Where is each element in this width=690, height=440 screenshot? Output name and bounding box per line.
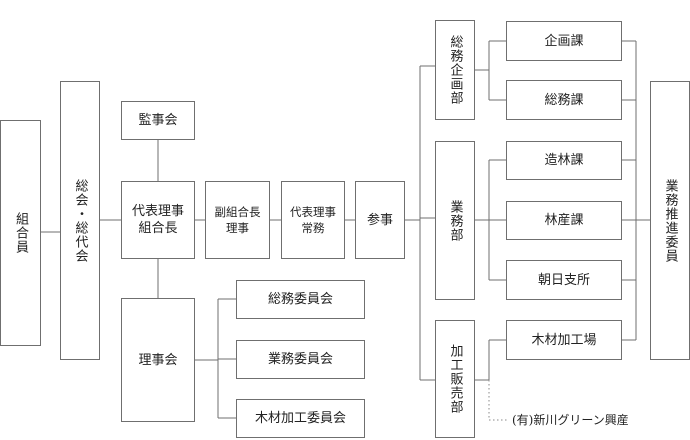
general-affairs-committee-box: 総務委員会 (236, 280, 365, 319)
members-box: 組合員 (0, 120, 41, 346)
planning-section-box: 企画課 (506, 21, 622, 61)
business-dept-box: 業務部 (435, 141, 475, 300)
processing-sales-dept-box: 加工販売部 (435, 320, 475, 438)
board-of-directors-box: 理事会 (121, 298, 195, 422)
general-affairs-dept-box: 総務企画部 (435, 20, 475, 120)
forestry-products-section-box: 林産課 (506, 201, 622, 240)
general-assembly-box: 総会・総代会 (60, 81, 100, 360)
wood-processing-committee-box: 木材加工委員会 (236, 399, 365, 438)
business-committee-box: 業務委員会 (236, 340, 365, 379)
managing-director-box: 代表理事 常務 (281, 181, 345, 259)
sawmill-box: 木材加工場 (506, 320, 622, 360)
general-affairs-section-box: 総務課 (506, 80, 622, 120)
councilor-box: 参事 (355, 181, 405, 259)
asahi-branch-box: 朝日支所 (506, 260, 622, 300)
affiliate-company-label: (有)新川グリーン興産 (512, 413, 629, 427)
audit-board-box: 監事会 (121, 101, 195, 140)
promotion-committee-box: 業務推進委員 (650, 81, 690, 360)
president-box: 代表理事 組合長 (121, 181, 195, 259)
vice-president-box: 副組合長 理事 (205, 181, 270, 259)
afforestation-section-box: 造林課 (506, 141, 622, 180)
line-processing-affiliate (488, 380, 508, 421)
